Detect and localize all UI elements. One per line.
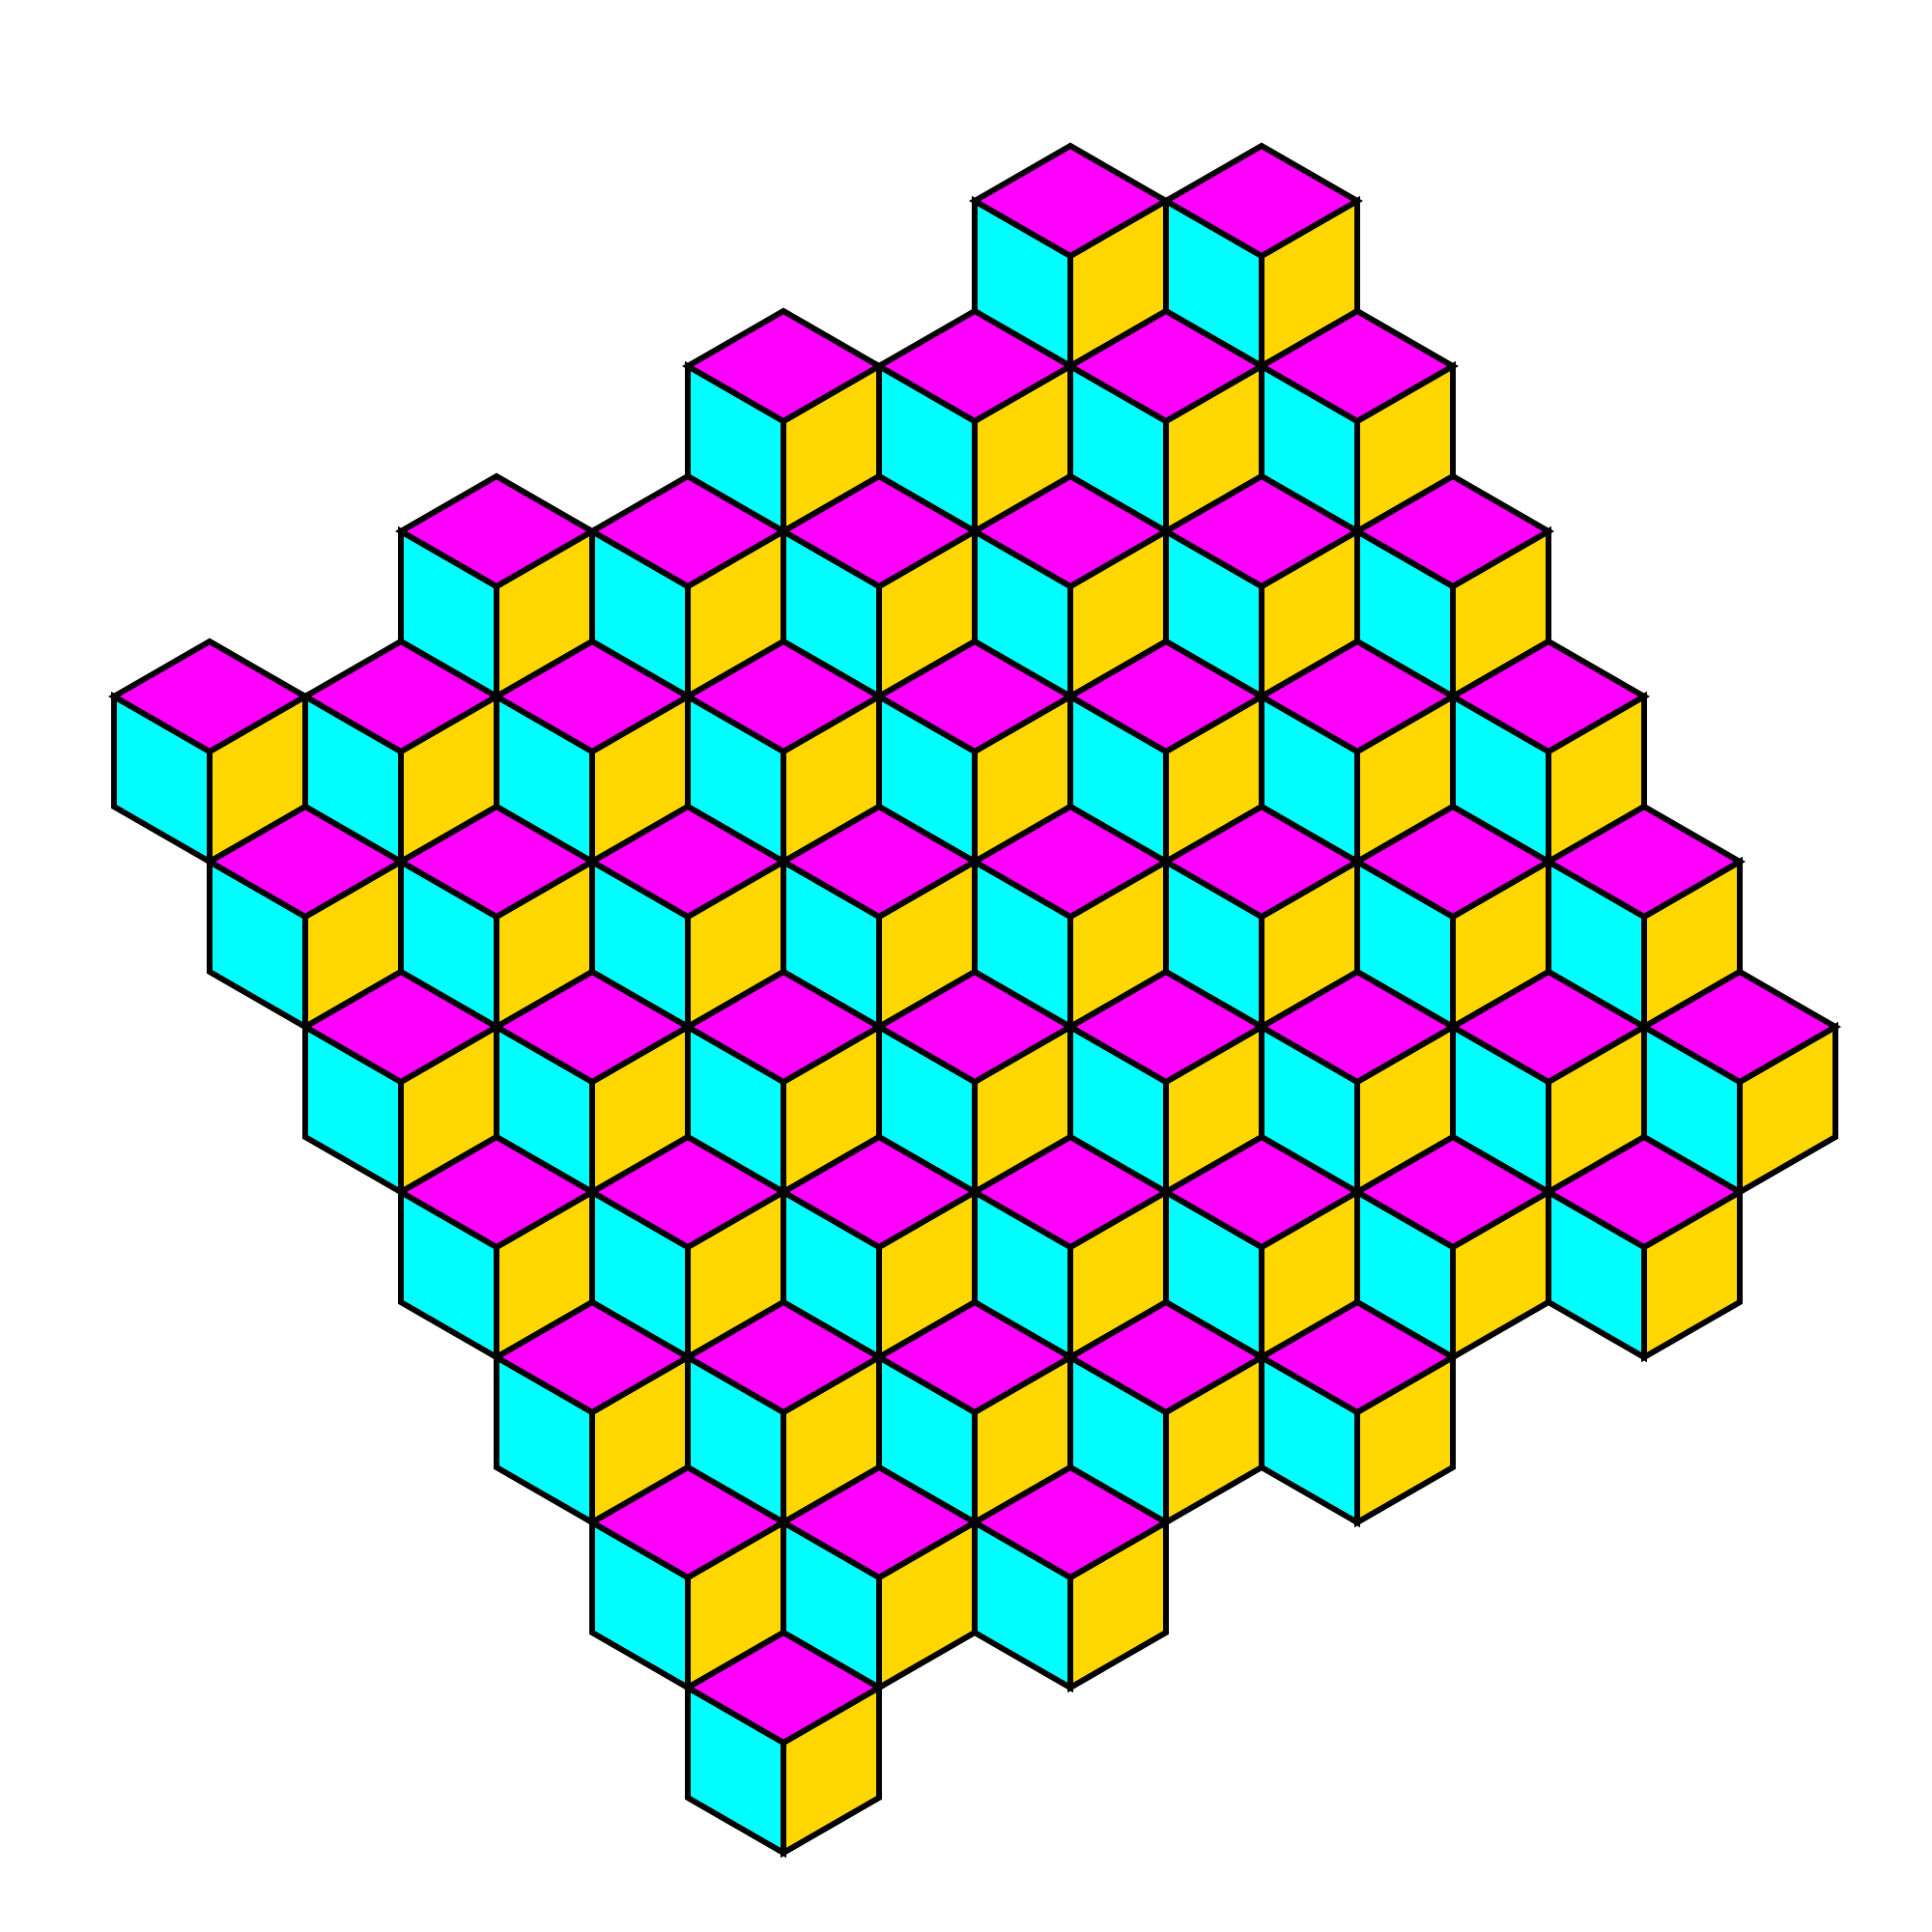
cube-top-face — [1350, 472, 1555, 590]
cube — [1255, 1298, 1460, 1528]
cube — [681, 1629, 886, 1859]
cube — [203, 803, 408, 1033]
cube-top-face — [1637, 968, 1842, 1086]
cube — [777, 803, 981, 1033]
cube-top-face — [1159, 142, 1364, 260]
cube — [585, 1133, 790, 1363]
cube — [1637, 968, 1842, 1198]
cube — [585, 1463, 790, 1693]
cube-top-face — [681, 1629, 886, 1747]
cube — [1542, 1133, 1747, 1363]
cube-top-face — [1446, 638, 1651, 755]
cube-top-face — [1542, 1133, 1747, 1251]
cube — [968, 1463, 1173, 1693]
cube-top-face — [968, 1463, 1173, 1581]
cube-top-face — [1255, 1298, 1460, 1416]
cube-top-face — [1542, 803, 1747, 921]
cube-top-face — [1255, 307, 1460, 425]
cube-group — [107, 142, 1842, 1859]
